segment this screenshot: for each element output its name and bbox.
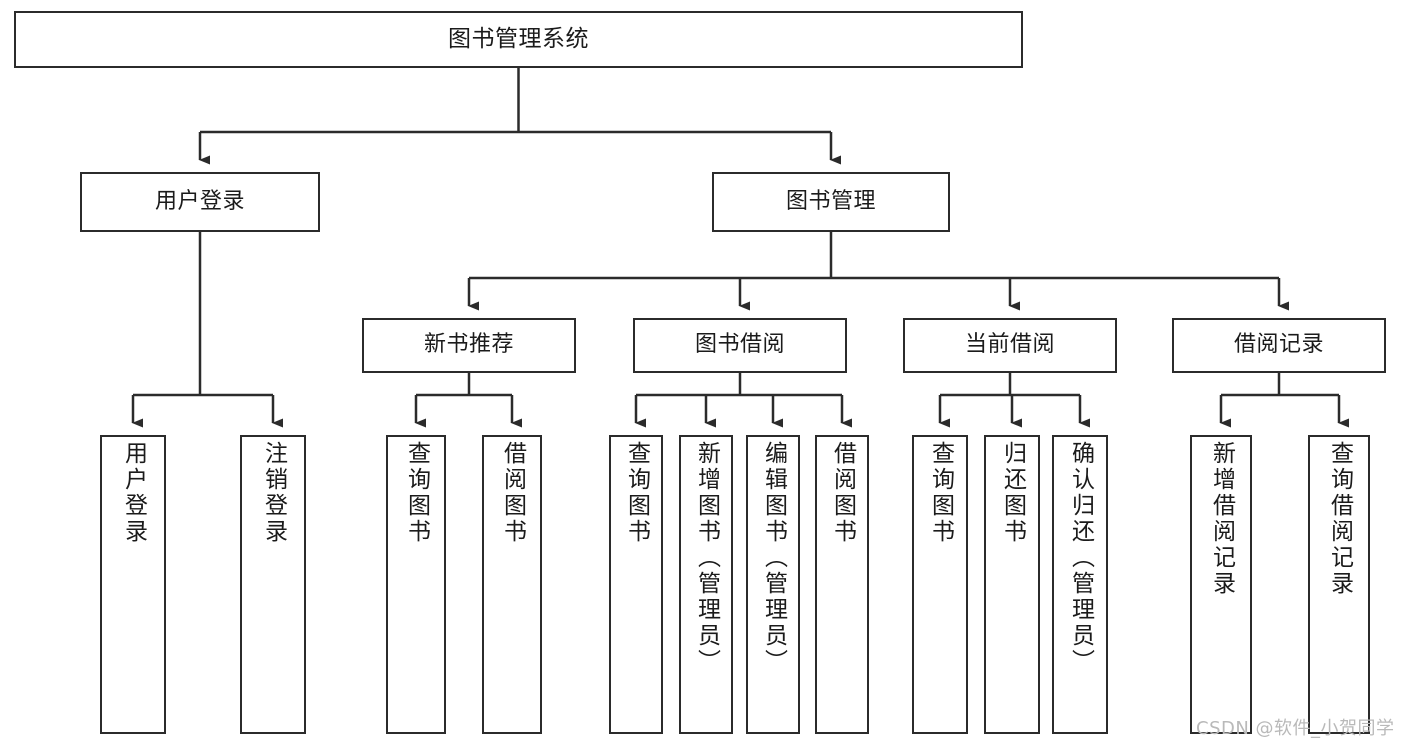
node-book-borrow[interactable]: 图书借阅	[633, 318, 847, 373]
node-user-login[interactable]: 用户登录	[80, 172, 320, 232]
node-label-leaf-add-record: 新增借阅记录	[1208, 441, 1235, 597]
node-new-book-rec[interactable]: 新书推荐	[362, 318, 576, 373]
node-label-leaf-return-book: 归还图书	[999, 441, 1026, 545]
node-label-leaf-add-book: 新增图书（管理员）	[693, 441, 720, 675]
node-label-leaf-borrow-book-1: 借阅图书	[499, 441, 526, 545]
node-current-borrow[interactable]: 当前借阅	[903, 318, 1117, 373]
node-label-user-login: 用户登录	[154, 188, 245, 214]
node-leaf-add-record[interactable]: 新增借阅记录	[1190, 435, 1252, 734]
node-leaf-user-login[interactable]: 用户登录	[100, 435, 166, 734]
node-leaf-edit-book[interactable]: 编辑图书（管理员）	[746, 435, 800, 734]
node-label-borrow-record: 借阅记录	[1233, 332, 1324, 358]
node-label-leaf-query-book-3: 查询图书	[927, 441, 954, 545]
node-label-leaf-user-logout: 注销登录	[260, 441, 287, 545]
node-label-leaf-query-record: 查询借阅记录	[1326, 441, 1353, 597]
node-label-leaf-edit-book: 编辑图书（管理员）	[760, 441, 787, 675]
node-leaf-confirm-return[interactable]: 确认归还（管理员）	[1052, 435, 1108, 734]
node-label-current-borrow: 当前借阅	[964, 332, 1055, 358]
node-leaf-borrow-book-2[interactable]: 借阅图书	[815, 435, 869, 734]
node-label-leaf-confirm-return: 确认归还（管理员）	[1067, 441, 1094, 675]
node-borrow-record[interactable]: 借阅记录	[1172, 318, 1386, 373]
node-label-leaf-query-book-2: 查询图书	[623, 441, 650, 545]
node-label-root: 图书管理系统	[448, 25, 589, 52]
node-leaf-return-book[interactable]: 归还图书	[984, 435, 1040, 734]
node-book-manage[interactable]: 图书管理	[712, 172, 950, 232]
node-leaf-query-book-3[interactable]: 查询图书	[912, 435, 968, 734]
node-label-leaf-query-book-1: 查询图书	[403, 441, 430, 545]
node-label-book-borrow: 图书借阅	[694, 332, 785, 358]
node-leaf-borrow-book-1[interactable]: 借阅图书	[482, 435, 542, 734]
node-leaf-query-book-2[interactable]: 查询图书	[609, 435, 663, 734]
node-root[interactable]: 图书管理系统	[14, 11, 1023, 68]
node-label-leaf-user-login: 用户登录	[120, 441, 147, 545]
node-leaf-query-record[interactable]: 查询借阅记录	[1308, 435, 1370, 734]
node-leaf-user-logout[interactable]: 注销登录	[240, 435, 306, 734]
node-leaf-add-book[interactable]: 新增图书（管理员）	[679, 435, 733, 734]
node-label-new-book-rec: 新书推荐	[423, 332, 514, 358]
node-leaf-query-book-1[interactable]: 查询图书	[386, 435, 446, 734]
node-label-book-manage: 图书管理	[785, 188, 876, 214]
node-label-leaf-borrow-book-2: 借阅图书	[829, 441, 856, 545]
